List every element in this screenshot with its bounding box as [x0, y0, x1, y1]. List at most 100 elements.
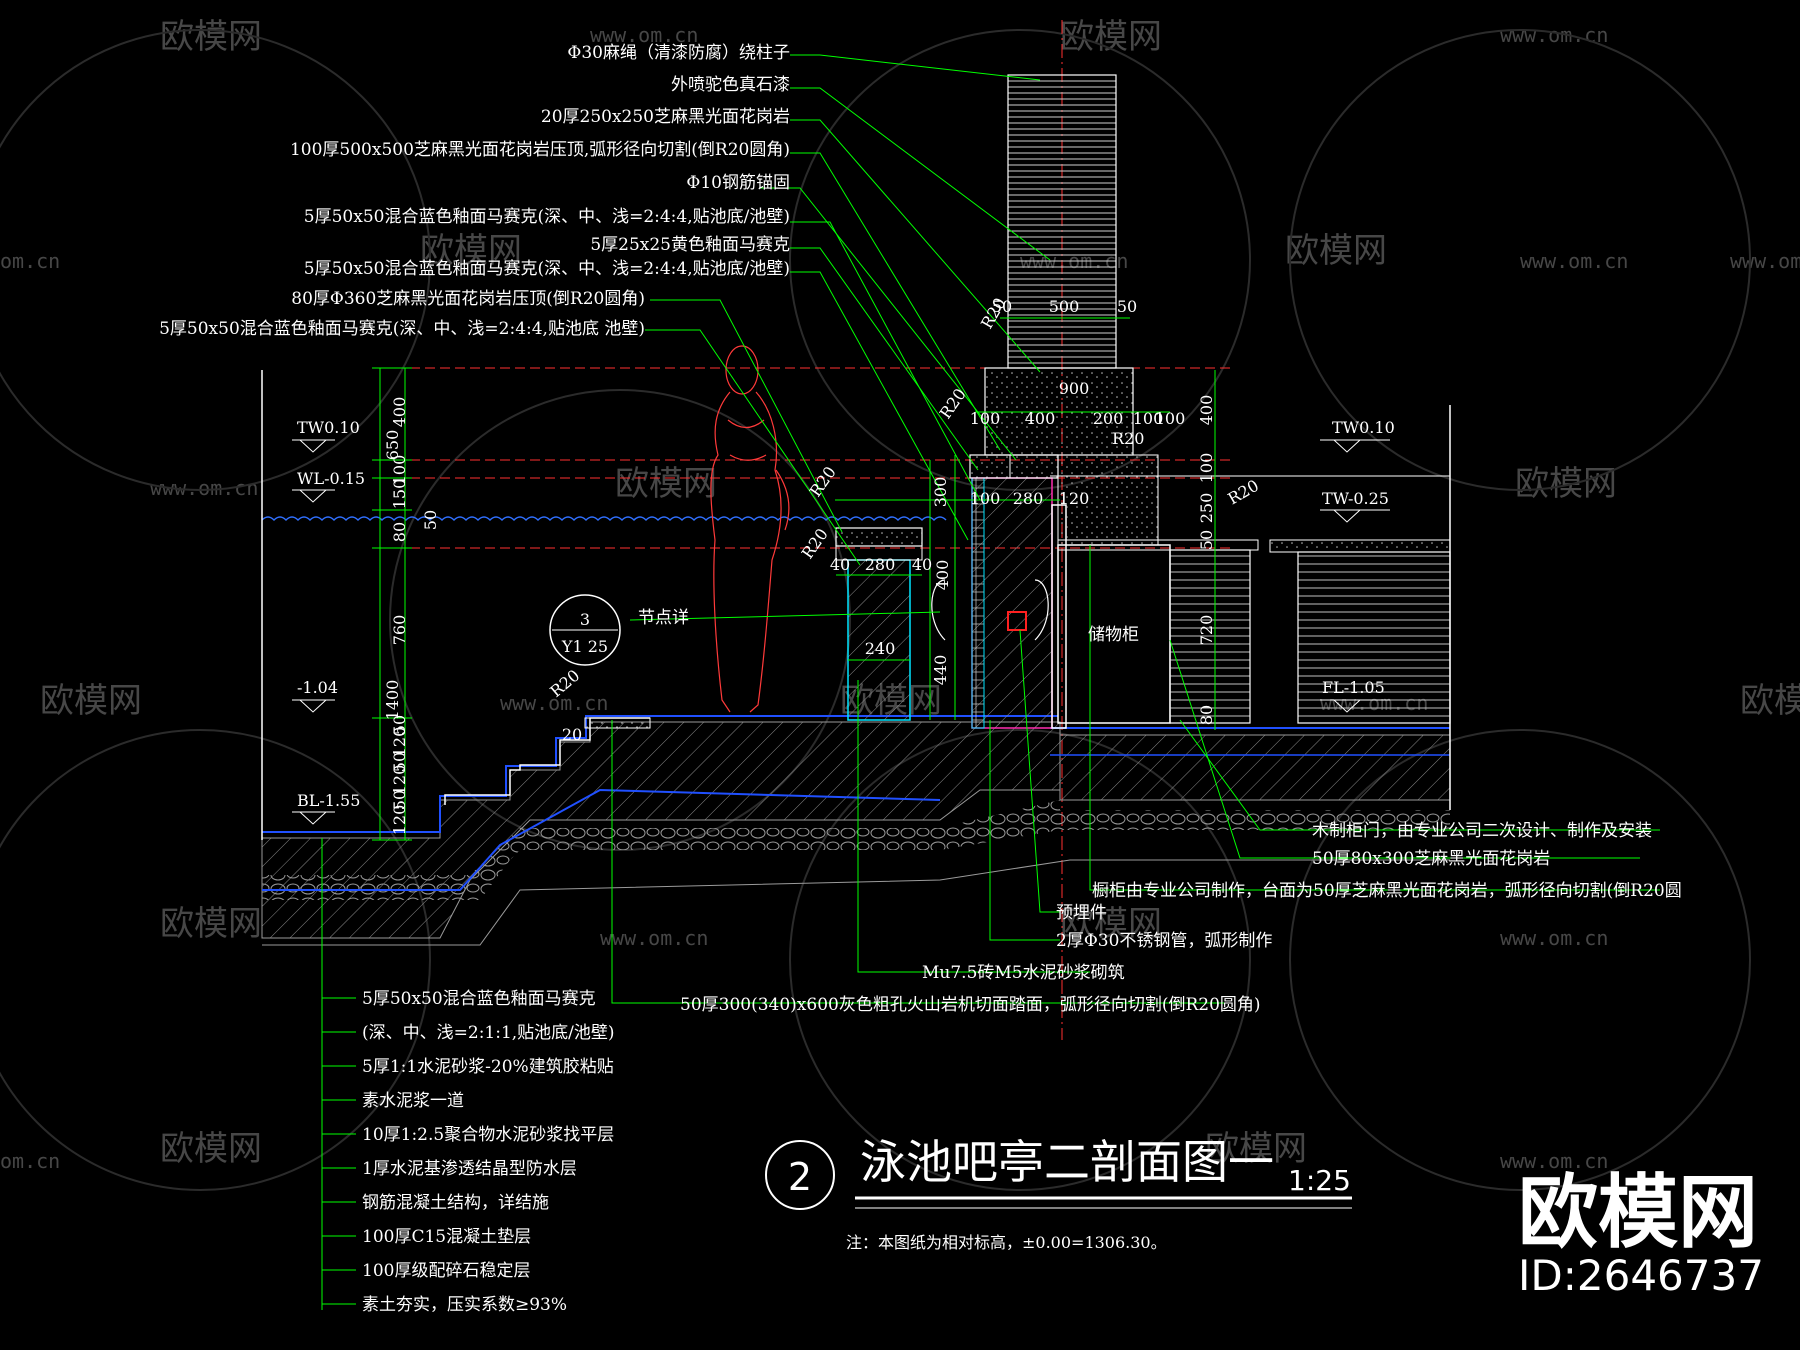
dim-right: 50 — [1197, 530, 1216, 550]
dim-column: 400 — [1025, 409, 1056, 428]
watermark-logo: 欧模网 — [1060, 904, 1162, 944]
detail-reference: 3 Y1 25 节点详 — [549, 594, 689, 666]
title-block: 2 泳池吧亭二剖面图一 1:25 注：本图纸为相对标高，±0.00=1306.3… — [765, 1135, 1352, 1252]
leader-lines — [321, 54, 1660, 1310]
dim-right: 720 — [1197, 615, 1216, 646]
watermark-url: www.om.cn — [600, 926, 708, 950]
callout-top-label: 20厚250x250芝麻黑光面花岗岩 — [541, 107, 790, 127]
callout-top-label: 5厚50x50混合蓝色釉面马赛克(深、中、浅=2:4:4,贴池底 池壁) — [159, 318, 645, 339]
detail-label: 节点详 — [638, 608, 689, 628]
dim-center: 280 — [1013, 489, 1044, 508]
dim-column: 900 — [1059, 379, 1090, 398]
dim-right: 250 — [1197, 493, 1216, 524]
dim-column: 200 — [1093, 409, 1124, 428]
watermark-logo: 欧模网 — [615, 464, 717, 504]
dim-center: 40 — [830, 555, 850, 574]
callout-top-label: 100厚500x500芝麻黑光面花岗岩压顶,弧形径向切割(倒R20圆角) — [290, 140, 790, 160]
callout-top-label: 外喷驼色真石漆 — [671, 75, 790, 95]
dimension-lines — [372, 317, 1216, 841]
brand-id: ID:2646737 — [1518, 1251, 1764, 1300]
level-label: TW0.10 — [1332, 418, 1395, 437]
radius-label: R20 — [1225, 476, 1263, 509]
callout-top-label: Φ30麻绳（清漆防腐）绕柱子 — [567, 43, 790, 63]
radius-label: R20 — [1112, 429, 1144, 448]
dim-column: 50 — [992, 297, 1012, 316]
dim-left-inner: 120 — [390, 805, 409, 836]
detail-sheet: Y1 25 — [561, 637, 608, 656]
layer-spec-label: 5厚1:1水泥砂浆-20%建筑胶粘贴 — [362, 1057, 614, 1077]
dim-left-inner: 50 — [390, 752, 409, 772]
dim-left-outer: 1400 — [383, 680, 402, 721]
layer-spec-label: 100厚级配碎石稳定层 — [362, 1261, 530, 1281]
watermark-url: www.om.cn — [590, 23, 698, 47]
dim-right: 400 — [1197, 395, 1216, 426]
dim-center: 20 — [562, 725, 582, 744]
dim-left-inner: 100 — [390, 455, 409, 486]
watermark-logo: 欧模网 — [160, 904, 262, 944]
dim-center: 120 — [1059, 489, 1090, 508]
callout-right-label: 橱柜由专业公司制作，台面为50厚芝麻黑光面花岗岩，弧形径向切割(倒R20圆 — [1092, 881, 1682, 901]
drawing-title: 泳池吧亭二剖面图一 — [860, 1135, 1274, 1189]
callout-right-label: Mu7.5砖M5水泥砂浆砌筑 — [922, 963, 1125, 983]
layer-spec-label: 10厚1:2.5聚合物水泥砂浆找平层 — [362, 1125, 614, 1145]
dim-left-inner: 760 — [390, 615, 409, 646]
drawing-note: 注：本图纸为相对标高，±0.00=1306.30。 — [846, 1233, 1167, 1252]
watermark-logo: 欧模网 — [420, 231, 522, 271]
brand-mark: 欧模网 ID:2646737 — [1518, 1166, 1764, 1300]
callout-right-label: 2厚Φ30不锈钢管，弧形制作 — [1056, 931, 1272, 951]
level-label: TW-0.25 — [1322, 489, 1389, 508]
dim-left-inner: 80 — [390, 522, 409, 542]
watermark-url: www.om.cn — [1730, 249, 1800, 273]
callout-top-label: Φ10钢筋锚固 — [686, 173, 790, 193]
layer-spec-label: 素土夯实，压实系数≥93% — [362, 1295, 567, 1315]
watermark-logo: 欧模网 — [160, 1129, 262, 1169]
dimension-labels: 6501400400100150807605012050120501205050… — [383, 297, 1216, 835]
layer-specs: 5厚50x50混合蓝色釉面马赛克 (深、中、浅=2:1:1,贴池底/池壁) 5厚1:… — [322, 988, 615, 1315]
dim-left-inner: 400 — [390, 397, 409, 428]
watermark-url-short: om.cn — [0, 1149, 60, 1173]
layer-spec-label: 钢筋混凝土结构，详结施 — [362, 1193, 549, 1213]
level-label: TW0.10 — [297, 418, 360, 437]
dim-left-outer: 650 — [383, 430, 402, 461]
layer-spec-label: 100厚C15混凝土垫层 — [362, 1227, 531, 1247]
dim-center: 240 — [865, 639, 896, 658]
watermark-logo: 欧模网 — [40, 681, 142, 721]
layer-spec-label: 5厚50x50混合蓝色釉面马赛克 — [362, 988, 596, 1009]
watermark-url-short: om.cn — [0, 249, 60, 273]
dim-center: 100 — [970, 489, 1001, 508]
watermark-logo: 欧模网 — [1515, 464, 1617, 504]
level-labels: TW0.10WL-0.15-1.04BL-1.55TW0.10TW-0.25FL… — [297, 418, 1395, 810]
watermark-logo: 欧模网 — [160, 17, 262, 57]
callout-top-label: 5厚50x50混合蓝色釉面马赛克(深、中、浅=2:4:4,贴池底/池壁) — [304, 206, 790, 227]
dim-left-inner: 50 — [390, 715, 409, 735]
layer-spec-label: 素水泥浆一道 — [362, 1091, 464, 1111]
callout-top-label: 5厚25x25黄色釉面马赛克 — [590, 234, 790, 255]
radius-label: R20 — [806, 463, 840, 500]
dim-right: 80 — [1197, 705, 1216, 725]
level-label: BL-1.55 — [297, 791, 360, 810]
drawing-scale: 1:25 — [1288, 1164, 1351, 1197]
callout-right-label: 50厚80x300芝麻黑光面花岗岩 — [1312, 849, 1550, 869]
dim-left-small: 50 — [421, 510, 440, 530]
brand-name: 欧模网 — [1518, 1166, 1758, 1259]
dim-center: 400 — [933, 560, 952, 591]
detail-number: 3 — [580, 610, 590, 629]
dim-column: 100 — [970, 409, 1001, 428]
dim-column: 500 — [1049, 297, 1080, 316]
callout-top-label: 80厚Φ360芝麻黑光面花岗岩压顶(倒R20圆角) — [291, 289, 645, 309]
watermark-logo: 欧模网 — [1285, 231, 1387, 271]
dim-center: 440 — [931, 655, 950, 686]
dim-left-inner: 150 — [390, 479, 409, 510]
layer-spec-label: (深、中、浅=2:1:1,贴池底/池壁) — [362, 1023, 615, 1043]
watermark-url: www.om.cn — [1500, 926, 1608, 950]
watermark-url: www.om.cn — [1520, 249, 1628, 273]
callout-right-label: 木制柜门，由专业公司二次设计、制作及安装 — [1312, 821, 1652, 841]
level-markers — [292, 439, 1390, 825]
callouts-right: 木制柜门，由专业公司二次设计、制作及安装 50厚80x300芝麻黑光面花岗岩橱柜由… — [680, 821, 1682, 1015]
water-surface — [261, 516, 947, 522]
watermark-url: www.om.cn — [500, 691, 608, 715]
dim-center: 280 — [865, 555, 896, 574]
watermark-logo: 欧模网 — [1740, 681, 1800, 721]
dim-center: 40 — [912, 555, 932, 574]
